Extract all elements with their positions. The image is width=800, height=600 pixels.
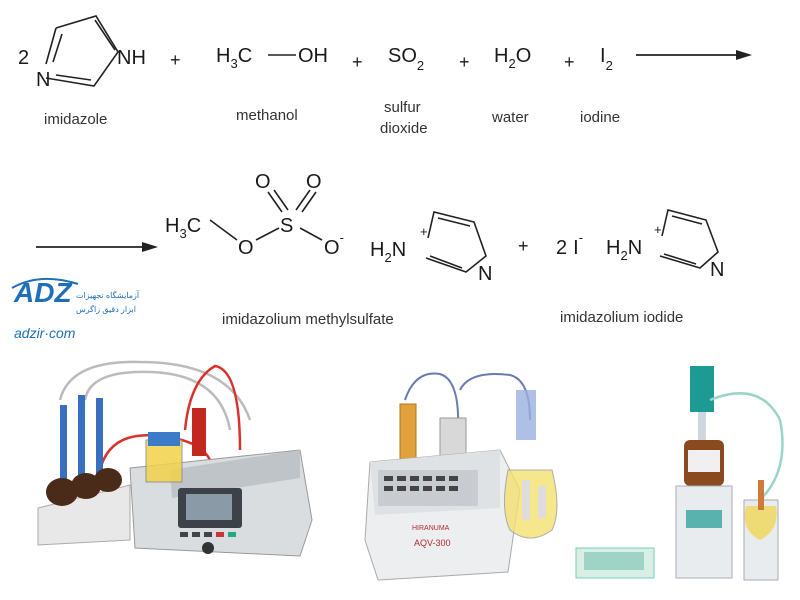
positive-charge-1: + xyxy=(420,224,428,239)
methanol-structure: H3C OH methanol xyxy=(216,45,328,124)
plus-1: + xyxy=(170,50,181,70)
iodine-structure: I2 iodine xyxy=(580,45,620,126)
instrument-titrator-3 xyxy=(575,366,784,581)
dioxide-label: dioxide xyxy=(380,120,428,137)
instrument-titrator-1 xyxy=(37,360,313,557)
imidazole-label: imidazole xyxy=(44,111,107,128)
svg-text:I2: I2 xyxy=(600,45,613,73)
iodine-label: iodine xyxy=(580,109,620,126)
logo-brand: ADZ xyxy=(13,277,72,308)
plus-3: + xyxy=(459,52,470,72)
imidazole-nh: NH xyxy=(117,47,146,69)
svg-text:SO2: SO2 xyxy=(388,45,424,73)
svg-text:H3C: H3C xyxy=(165,215,201,241)
reaction-arrow-2 xyxy=(36,242,158,252)
methanol-oh: OH xyxy=(298,45,328,67)
svg-text:H2N: H2N xyxy=(606,237,642,263)
ring-n-2: N xyxy=(710,259,724,281)
top-oxygen-left: O xyxy=(255,171,271,193)
svg-text:2I-: 2I- xyxy=(556,230,583,259)
instrument-titrator-2: HIRANUMA AQV-300 xyxy=(364,372,558,581)
svg-text:H2N: H2N xyxy=(370,239,406,265)
sulfur-atom: S xyxy=(280,215,293,237)
plus-5: + xyxy=(518,236,529,256)
sulfur-dioxide-structure: SO2 sulfur dioxide xyxy=(380,45,428,137)
instrument-brand: HIRANUMA xyxy=(412,525,450,532)
plus-4: + xyxy=(564,52,575,72)
methylsulfate-label: imidazolium methylsulfate xyxy=(222,311,394,328)
ring-n-1: N xyxy=(478,263,492,285)
adz-logo: ADZ آزمایشگاه تجهیزات ابزار دقیق زاگرس a… xyxy=(11,277,140,341)
imidazole-structure: 2 NH N imidazole xyxy=(18,15,146,128)
svg-text:H3C: H3C xyxy=(216,45,252,71)
bridge-oxygen: O xyxy=(238,237,254,259)
imidazole-coefficient: 2 xyxy=(18,47,29,69)
water-label: water xyxy=(491,109,529,126)
imidazole-n: N xyxy=(36,69,50,91)
reaction-arrow-1 xyxy=(636,50,752,60)
logo-site: adzir·com xyxy=(14,325,76,341)
sulfur-label: sulfur xyxy=(384,99,421,116)
water-structure: H2O water xyxy=(491,45,531,126)
iodide-label: imidazolium iodide xyxy=(560,309,683,326)
logo-persian-1: آزمایشگاه تجهیزات xyxy=(76,290,140,300)
top-oxygen-right: O xyxy=(306,171,322,193)
plus-2: + xyxy=(352,52,363,72)
positive-charge-2: + xyxy=(654,222,662,237)
methylsulfate-structure: H3C O S O O O- H2N + N imidazolium methy… xyxy=(165,171,492,328)
methanol-label: methanol xyxy=(236,107,298,124)
svg-text:H2O: H2O xyxy=(494,45,531,71)
svg-text:O-: O- xyxy=(324,230,344,259)
instrument-model: AQV-300 xyxy=(414,538,451,548)
logo-persian-2: ابزار دقیق زاگرس xyxy=(76,304,136,314)
